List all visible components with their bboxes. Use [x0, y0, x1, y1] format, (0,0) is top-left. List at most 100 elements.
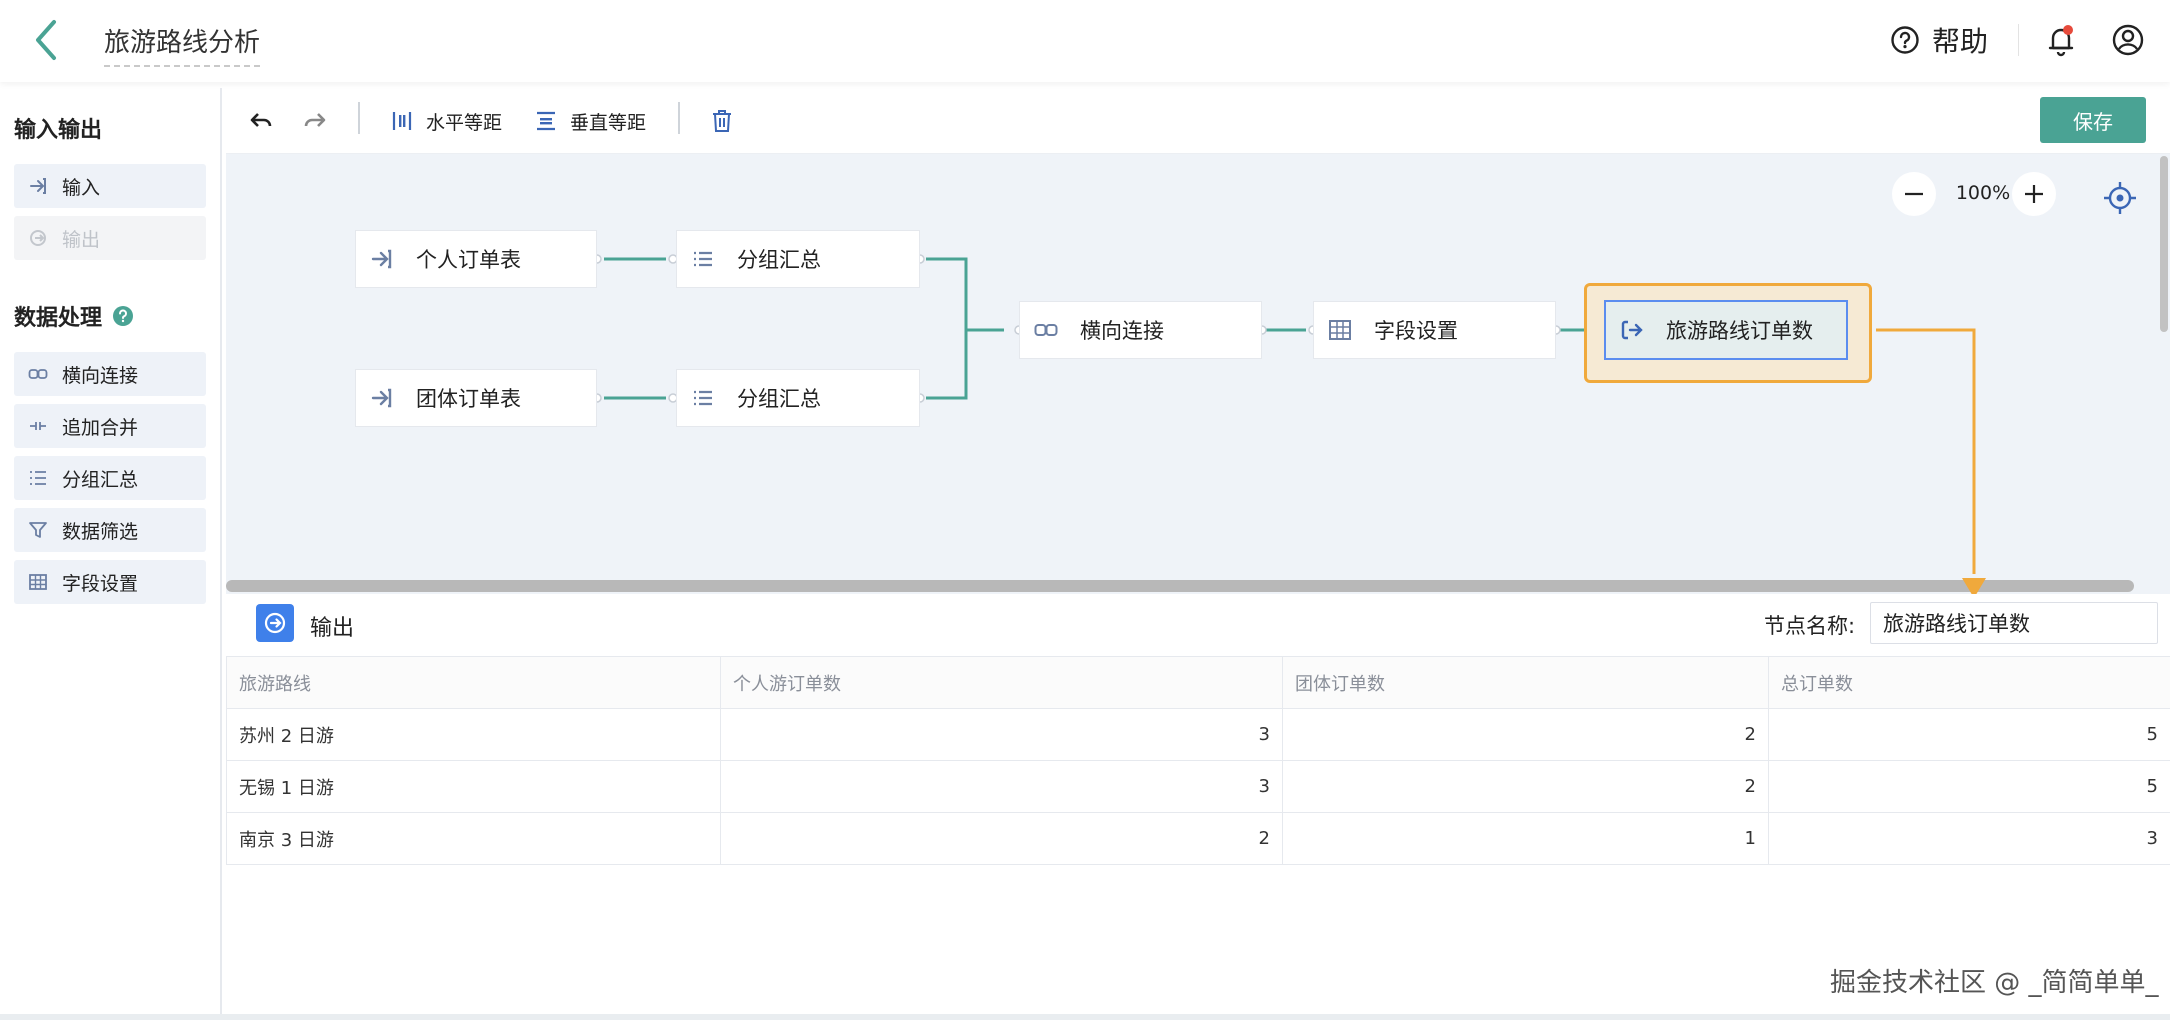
column-header[interactable]: 旅游路线	[226, 656, 721, 709]
node-label: 字段设置	[1374, 319, 1458, 343]
sidebar-item-data-filter[interactable]: 数据筛选	[14, 508, 206, 552]
page-title[interactable]: 旅游路线分析	[104, 22, 261, 67]
minus-icon	[1905, 192, 1923, 196]
vertical-distribute-button[interactable]: 垂直等距	[534, 104, 646, 138]
output-badge-icon	[256, 604, 294, 642]
horizontal-distribute-label: 水平等距	[426, 111, 503, 134]
question-circle-icon	[1891, 26, 1919, 54]
node-output-route-orders[interactable]: 旅游路线订单数	[1604, 300, 1848, 360]
sidebar-item-input[interactable]: 输入	[14, 164, 206, 208]
edge-summary1-to-join	[926, 257, 1004, 332]
filter-icon	[28, 520, 48, 540]
zoom-level: 100%	[1955, 182, 2011, 204]
pointer-arrowhead	[1962, 578, 1986, 598]
table-cell: 3	[1768, 812, 2170, 865]
toolbar-divider	[678, 102, 680, 134]
link-icon	[28, 364, 48, 384]
help-circle-icon[interactable]	[112, 305, 134, 327]
crosshair-icon	[2104, 182, 2136, 214]
edge-summary2-to-join	[926, 330, 968, 400]
io-section-label: 输入输出	[14, 118, 103, 143]
node-field-settings[interactable]: 字段设置	[1313, 301, 1556, 359]
node-label: 分组汇总	[737, 387, 821, 411]
sidebar-item-label: 输出	[62, 228, 101, 251]
undo-button[interactable]	[248, 104, 274, 138]
back-button[interactable]	[28, 18, 68, 62]
chevron-left-icon	[36, 20, 56, 60]
flow-canvas[interactable]: 个人订单表 分组汇总 团体订单表 分组汇总 横向连接 字段设置 旅游路线订单数 …	[226, 154, 2170, 594]
canvas-toolbar: 水平等距 垂直等距	[226, 88, 2170, 154]
canvas-vertical-scrollbar[interactable]	[2160, 156, 2168, 332]
trash-icon	[713, 110, 731, 132]
list-icon	[28, 468, 48, 488]
notifications-button[interactable]	[2044, 22, 2078, 58]
table-row: 南京 3 日游 2 1 3	[226, 812, 2170, 865]
sidebar-item-label: 数据筛选	[62, 520, 139, 543]
node-label: 个人订单表	[416, 248, 521, 272]
plus-icon	[2025, 185, 2043, 203]
sidebar-item-label: 追加合并	[62, 416, 139, 439]
sidebar-item-horizontal-join[interactable]: 横向连接	[14, 352, 206, 396]
table-icon	[28, 572, 48, 592]
column-header[interactable]: 个人游订单数	[720, 656, 1283, 709]
redo-icon	[304, 113, 326, 127]
sidebar-item-label: 输入	[62, 176, 101, 199]
header: 旅游路线分析 帮助	[0, 0, 2170, 82]
node-personal-orders[interactable]: 个人订单表	[355, 230, 597, 288]
input-arrow-icon	[370, 386, 394, 410]
highlight-pointer-line	[1876, 328, 1976, 574]
output-arrow-icon	[1620, 318, 1644, 342]
zoom-out-button[interactable]	[1892, 172, 1936, 216]
list-icon	[691, 247, 715, 271]
column-header[interactable]: 总订单数	[1768, 656, 2170, 709]
output-data-table: 旅游路线 个人游订单数 团体订单数 总订单数 苏州 2 日游 3 2 5 无锡 …	[226, 656, 2170, 865]
node-name-label: 节点名称:	[1764, 614, 1856, 638]
horizontal-distribute-button[interactable]: 水平等距	[390, 104, 502, 138]
column-header[interactable]: 团体订单数	[1282, 656, 1769, 709]
processing-section-label: 数据处理	[14, 306, 103, 331]
link-icon	[1034, 318, 1058, 342]
sidebar-item-label: 横向连接	[62, 364, 139, 387]
component-sidebar: 输入输出 输入 输出 数据处理 横向连接 追加合并	[0, 88, 222, 1014]
node-label: 横向连接	[1080, 319, 1164, 343]
user-account-button[interactable]	[2110, 22, 2146, 58]
locate-button[interactable]	[2102, 180, 2138, 216]
bottom-strip	[0, 1014, 2170, 1020]
processing-section-title: 数据处理	[14, 300, 134, 332]
sidebar-item-field-settings[interactable]: 字段设置	[14, 560, 206, 604]
list-icon	[691, 386, 715, 410]
sidebar-item-group-summary[interactable]: 分组汇总	[14, 456, 206, 500]
node-team-orders[interactable]: 团体订单表	[355, 369, 597, 427]
header-divider	[2018, 24, 2019, 56]
node-group-summary-2[interactable]: 分组汇总	[676, 369, 920, 427]
node-group-summary-1[interactable]: 分组汇总	[676, 230, 920, 288]
node-label: 团体订单表	[416, 387, 521, 411]
sidebar-item-label: 字段设置	[62, 572, 139, 595]
watermark: 掘金技术社区 @ _简简单单_	[1830, 968, 2159, 998]
table-cell: 南京 3 日游	[226, 812, 721, 865]
table-row: 苏州 2 日游 3 2 5	[226, 708, 2170, 761]
redo-button[interactable]	[302, 104, 328, 138]
node-detail-header: 输出 节点名称:	[226, 594, 2170, 656]
delete-button[interactable]	[710, 104, 734, 138]
save-button[interactable]: 保存	[2040, 97, 2146, 143]
zoom-in-button[interactable]	[2012, 172, 2056, 216]
table-cell: 2	[1282, 760, 1769, 813]
node-horizontal-join[interactable]: 横向连接	[1019, 301, 1262, 359]
help-button[interactable]: 帮助	[1890, 20, 1988, 60]
node-name-input[interactable]	[1870, 602, 2158, 644]
table-icon	[1328, 318, 1352, 342]
table-row: 无锡 1 日游 3 2 5	[226, 760, 2170, 813]
sidebar-item-output: 输出	[14, 216, 206, 260]
table-cell: 2	[1282, 708, 1769, 761]
user-circle-icon	[2112, 24, 2144, 56]
canvas-horizontal-scrollbar[interactable]	[226, 580, 2134, 592]
table-cell: 无锡 1 日游	[226, 760, 721, 813]
merge-icon	[28, 416, 48, 436]
sidebar-item-append-merge[interactable]: 追加合并	[14, 404, 206, 448]
vertical-distribute-label: 垂直等距	[570, 111, 647, 134]
vertical-distribute-icon	[537, 111, 555, 131]
table-cell: 苏州 2 日游	[226, 708, 721, 761]
node-type-label: 输出	[310, 616, 355, 641]
node-label: 分组汇总	[737, 248, 821, 272]
